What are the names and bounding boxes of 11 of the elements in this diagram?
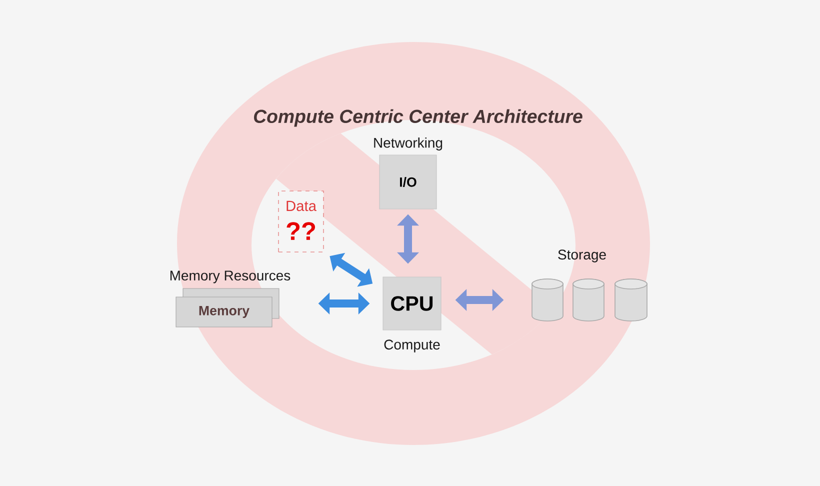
cylinder (614, 278, 648, 322)
process-box: I/O (379, 154, 437, 210)
dashed-box: Data ?? (278, 190, 324, 252)
node-label: Memory Resources (170, 270, 290, 284)
node-label: Networking (374, 137, 442, 151)
cylinder (572, 278, 604, 322)
title: Compute Centric Center Architecture (254, 109, 582, 127)
process-box: CPU (382, 276, 442, 330)
node-label: Compute (384, 340, 440, 352)
cylinder (532, 278, 564, 322)
caption: Storage (558, 250, 606, 262)
